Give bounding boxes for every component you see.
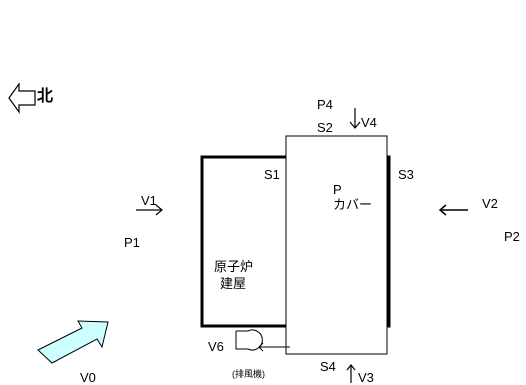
v6-label: V6 — [208, 339, 224, 354]
v4-label: V4 — [361, 115, 377, 130]
v4-arrow-head — [349, 121, 361, 129]
north-arrow-icon — [8, 82, 36, 114]
s4-label: S4 — [320, 359, 336, 374]
building-line2: 建屋 — [220, 276, 247, 291]
p4-label: P4 — [317, 97, 333, 112]
fan-discharge-head — [258, 342, 264, 352]
v3-label: V3 — [358, 370, 374, 385]
p1-label: P1 — [124, 235, 140, 250]
s1-label: S1 — [264, 167, 280, 182]
exhaust-fan-icon — [235, 329, 263, 351]
v0-label: V0 — [80, 370, 96, 385]
p2-label: P2 — [504, 229, 520, 244]
v1-arrow-head — [155, 204, 163, 216]
v2-arrow-head — [438, 204, 447, 216]
north-label: 北 — [37, 88, 54, 105]
v0-wind-arrow-icon — [37, 320, 109, 364]
cover-line1: P — [333, 182, 342, 197]
building-line1: 原子炉 — [214, 259, 254, 274]
s2-label: S2 — [317, 120, 333, 135]
cover-line2: カバー — [333, 197, 373, 212]
cover-box — [285, 135, 388, 355]
v1-label: V1 — [141, 193, 157, 208]
v2-label: V2 — [482, 196, 498, 211]
v3-arrow-head — [346, 364, 356, 371]
s3-label: S3 — [398, 167, 414, 182]
exhaust-fan-label: (排風機) — [232, 369, 265, 379]
